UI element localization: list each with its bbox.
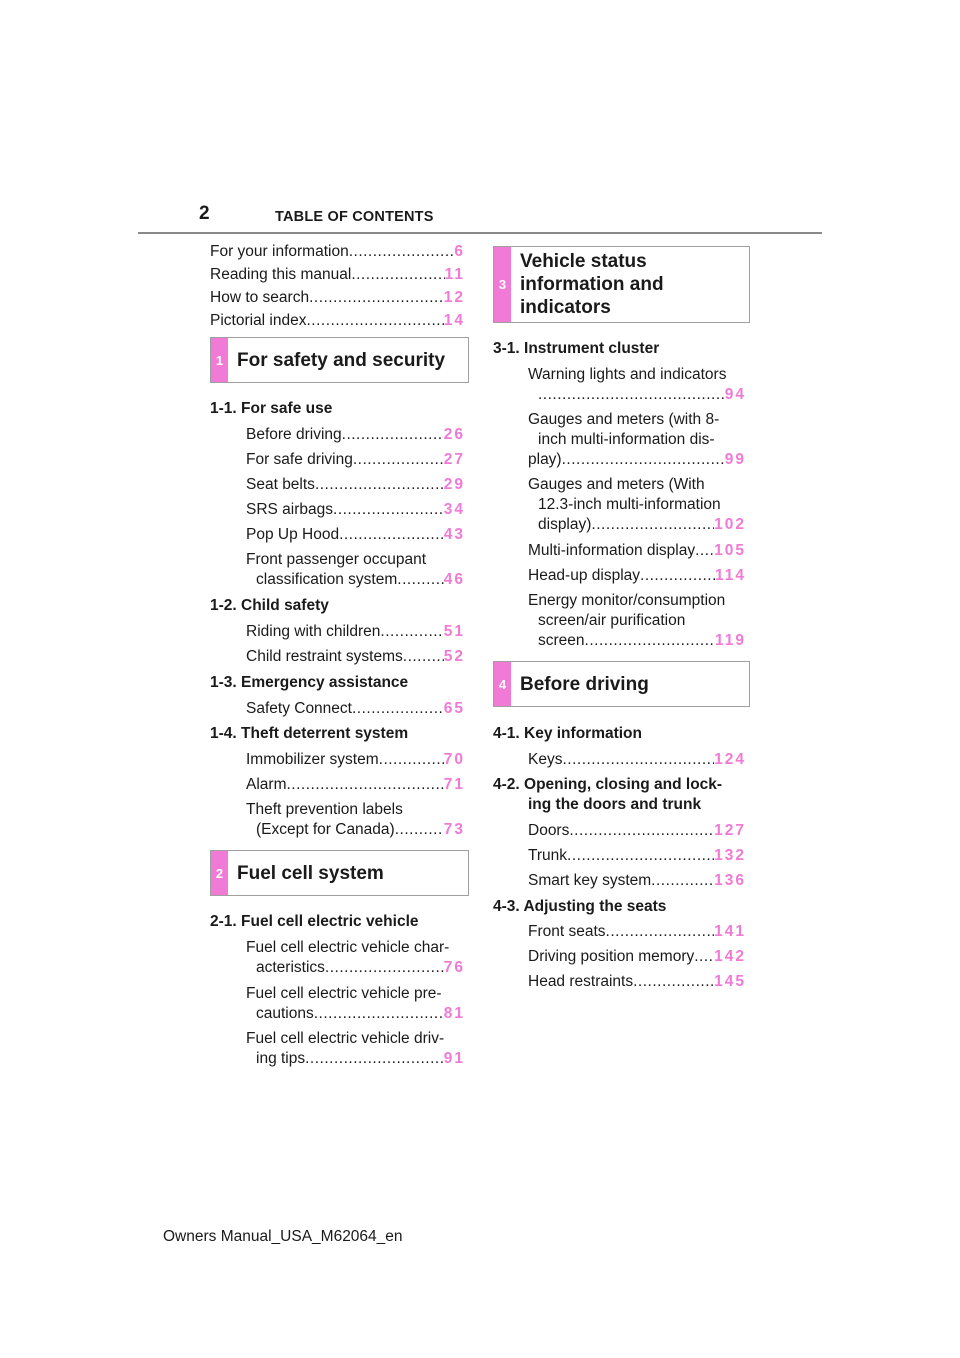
page-link[interactable]: 12 [443,289,465,306]
toc-entry[interactable]: Fuel cell electric vehicle pre- cautions… [246,984,465,1024]
toc-entry[interactable]: Multi-information display105 [528,541,746,561]
toc-entry[interactable]: SRS airbags34 [246,500,465,520]
toc-entry[interactable]: Safety Connect65 [246,699,465,719]
page-link[interactable]: 65 [443,700,465,717]
subsection-heading[interactable]: 1-4. Theft deterrent system [210,725,409,742]
page-link[interactable]: 34 [443,501,465,518]
page-link[interactable]: 105 [714,542,746,559]
toc-entry[interactable]: Trunk132 [528,846,746,866]
toc-entry[interactable]: Head restraints145 [528,972,746,992]
section-title: For safety and security [237,349,446,371]
section-header-3[interactable]: 3 Vehicle status information and indicat… [493,246,750,323]
footer-document-id: Owners Manual_USA_M62064_en [163,1228,403,1245]
toc-entry[interactable]: Gauges and meters (With 12.3-inch multi-… [528,475,746,535]
toc-entry[interactable]: Doors127 [528,821,746,841]
toc-entry[interactable]: Pop Up Hood43 [246,525,465,545]
toc-entry[interactable]: Fuel cell electric vehicle driv- ing tip… [246,1029,465,1069]
section-number-tab: 3 [494,247,511,322]
toc-entry[interactable]: Immobilizer system70 [246,750,465,770]
page-link[interactable]: 99 [724,451,746,468]
toc-entry[interactable]: Keys124 [528,750,746,770]
page-number: 2 [199,203,210,224]
toc-entry[interactable]: Gauges and meters (with 8- inch multi-in… [528,410,746,470]
subsection-heading[interactable]: 4-3. Adjusting the seats [493,898,667,915]
toc-entry[interactable]: For your information6 [210,242,465,262]
page-link[interactable]: 94 [724,386,746,403]
page-link[interactable]: 142 [714,948,746,965]
subsection-heading[interactable]: 4-1. Key information [493,725,642,742]
subsection-heading[interactable]: 2-1. Fuel cell electric vehicle [210,913,419,930]
toc-entry[interactable]: Smart key system136 [528,871,746,891]
page-title: TABLE OF CONTENTS [275,209,434,225]
toc-entry[interactable]: Alarm71 [246,775,465,795]
page-link[interactable]: 124 [714,751,746,768]
page-link[interactable]: 46 [443,571,465,588]
subsection-heading[interactable]: 1-1. For safe use [210,400,333,417]
page-link[interactable]: 14 [443,312,465,329]
page-link[interactable]: 102 [714,516,746,533]
toc-entry[interactable]: Head-up display114 [528,566,746,586]
toc-entry[interactable]: Front passenger occupant classification … [246,550,465,590]
section-title: Fuel cell system [237,862,384,884]
header-divider [138,232,822,234]
page-link[interactable]: 114 [714,567,746,584]
subsection-heading[interactable]: 1-2. Child safety [210,597,329,614]
page-link[interactable]: 71 [443,776,465,793]
page-link[interactable]: 70 [443,751,465,768]
toc-entry[interactable]: Fuel cell electric vehicle char- acteris… [246,938,465,978]
toc-entry[interactable]: Child restraint systems52 [246,647,465,667]
page-link[interactable]: 43 [443,526,465,543]
page-link[interactable]: 11 [444,266,465,283]
page-link[interactable]: 51 [443,623,465,640]
page-link[interactable]: 27 [443,451,465,468]
toc-entry[interactable]: For safe driving27 [246,450,465,470]
toc-entry[interactable]: Pictorial index14 [210,311,465,331]
section-number-tab: 4 [494,662,511,706]
subsection-heading[interactable]: ing the doors and trunk [528,796,702,813]
toc-entry[interactable]: Driving position memory142 [528,947,746,967]
toc-entry[interactable]: Front seats141 [528,922,746,942]
subsection-heading[interactable]: 3-1. Instrument cluster [493,340,660,357]
toc-entry[interactable]: Reading this manual11 [210,265,465,285]
page-link[interactable]: 91 [443,1050,465,1067]
toc-entry[interactable]: Theft prevention labels (Except for Cana… [246,800,465,840]
page-link[interactable]: 26 [443,426,465,443]
page-link[interactable]: 132 [714,847,746,864]
page-link[interactable]: 127 [714,822,746,839]
section-header-2[interactable]: 2 Fuel cell system [210,850,469,896]
subsection-heading[interactable]: 1-3. Emergency assistance [210,674,409,691]
page-link[interactable]: 6 [454,243,465,260]
section-title: Before driving [520,673,649,695]
page-link[interactable]: 119 [714,632,746,649]
toc-entry[interactable]: Before driving26 [246,425,465,445]
toc-entry[interactable]: Energy monitor/consumption screen/air pu… [528,591,746,651]
page-link[interactable]: 145 [714,973,746,990]
toc-entry[interactable]: Riding with children51 [246,622,465,642]
section-number-tab: 2 [211,851,228,895]
page-link[interactable]: 29 [443,476,465,493]
subsection-heading[interactable]: 4-2. Opening, closing and lock- [493,776,723,793]
page-link[interactable]: 81 [443,1005,465,1022]
toc-entry[interactable]: Seat belts29 [246,475,465,495]
page-link[interactable]: 141 [714,923,746,940]
page-link[interactable]: 136 [714,872,746,889]
toc-entry[interactable]: Warning lights and indicators 94 [528,365,746,405]
page-link[interactable]: 73 [443,821,465,838]
section-number-tab: 1 [211,338,228,382]
section-title: Vehicle status information and indicator… [520,251,664,318]
section-header-4[interactable]: 4 Before driving [493,661,750,707]
toc-entry[interactable]: How to search12 [210,288,465,308]
page-link[interactable]: 76 [443,959,465,976]
page-link[interactable]: 52 [443,648,465,665]
section-header-1[interactable]: 1 For safety and security [210,337,469,383]
